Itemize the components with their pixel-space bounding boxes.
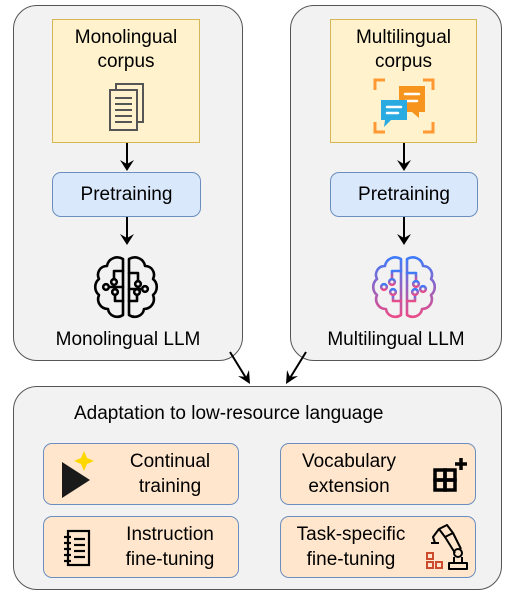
arrow-mono-to-adaptation xyxy=(229,351,250,384)
robot-arm-icon xyxy=(426,524,468,570)
monolingual-corpus-label: Monolingual corpus xyxy=(74,27,178,72)
task-continual-training: Continual training xyxy=(43,443,239,505)
task-instruction-fine-tuning: Instruction fine-tuning xyxy=(43,516,239,578)
multilingual-corpus-label: Multilingual corpus xyxy=(355,27,452,72)
multilingual-corpus-box: Multilingual corpus xyxy=(330,19,477,143)
brain-icon xyxy=(93,256,159,319)
task-vocabulary-extension: Vocabulary extension xyxy=(280,443,476,505)
notebook-icon xyxy=(64,529,91,567)
play-sparkle-icon xyxy=(62,451,94,498)
task-continual-training-label: Continual training xyxy=(129,451,211,497)
grid-plus-icon xyxy=(433,458,467,492)
arrow-pretraining-to-llm-multi xyxy=(397,217,411,245)
multilingual-llm-label: Multilingual LLM xyxy=(327,329,465,350)
task-vocabulary-extension-label: Vocabulary extension xyxy=(301,451,396,497)
document-icon xyxy=(109,83,144,131)
arrow-corpus-to-pretraining-multi xyxy=(397,143,411,171)
monolingual-pretraining-box: Pretraining xyxy=(52,172,201,217)
task-specific-fine-tuning: Task-specific fine-tuning xyxy=(280,516,476,578)
arrow-multi-to-adaptation xyxy=(286,351,307,384)
arrow-pretraining-to-llm-mono xyxy=(120,217,134,245)
arrow-corpus-to-pretraining-mono xyxy=(120,143,134,171)
task-specific-fine-tuning-label: Task-specific fine-tuning xyxy=(296,524,406,570)
gradient-brain-icon xyxy=(371,256,437,319)
monolingual-corpus-box: Monolingual corpus xyxy=(52,19,200,143)
chat-bubbles-icon xyxy=(373,78,435,134)
monolingual-llm-label: Monolingual LLM xyxy=(55,329,201,350)
multilingual-pretraining-box: Pretraining xyxy=(330,172,478,217)
adaptation-title: Adaptation to low-resource language xyxy=(74,403,384,424)
task-instruction-fine-tuning-label: Instruction fine-tuning xyxy=(125,524,215,570)
